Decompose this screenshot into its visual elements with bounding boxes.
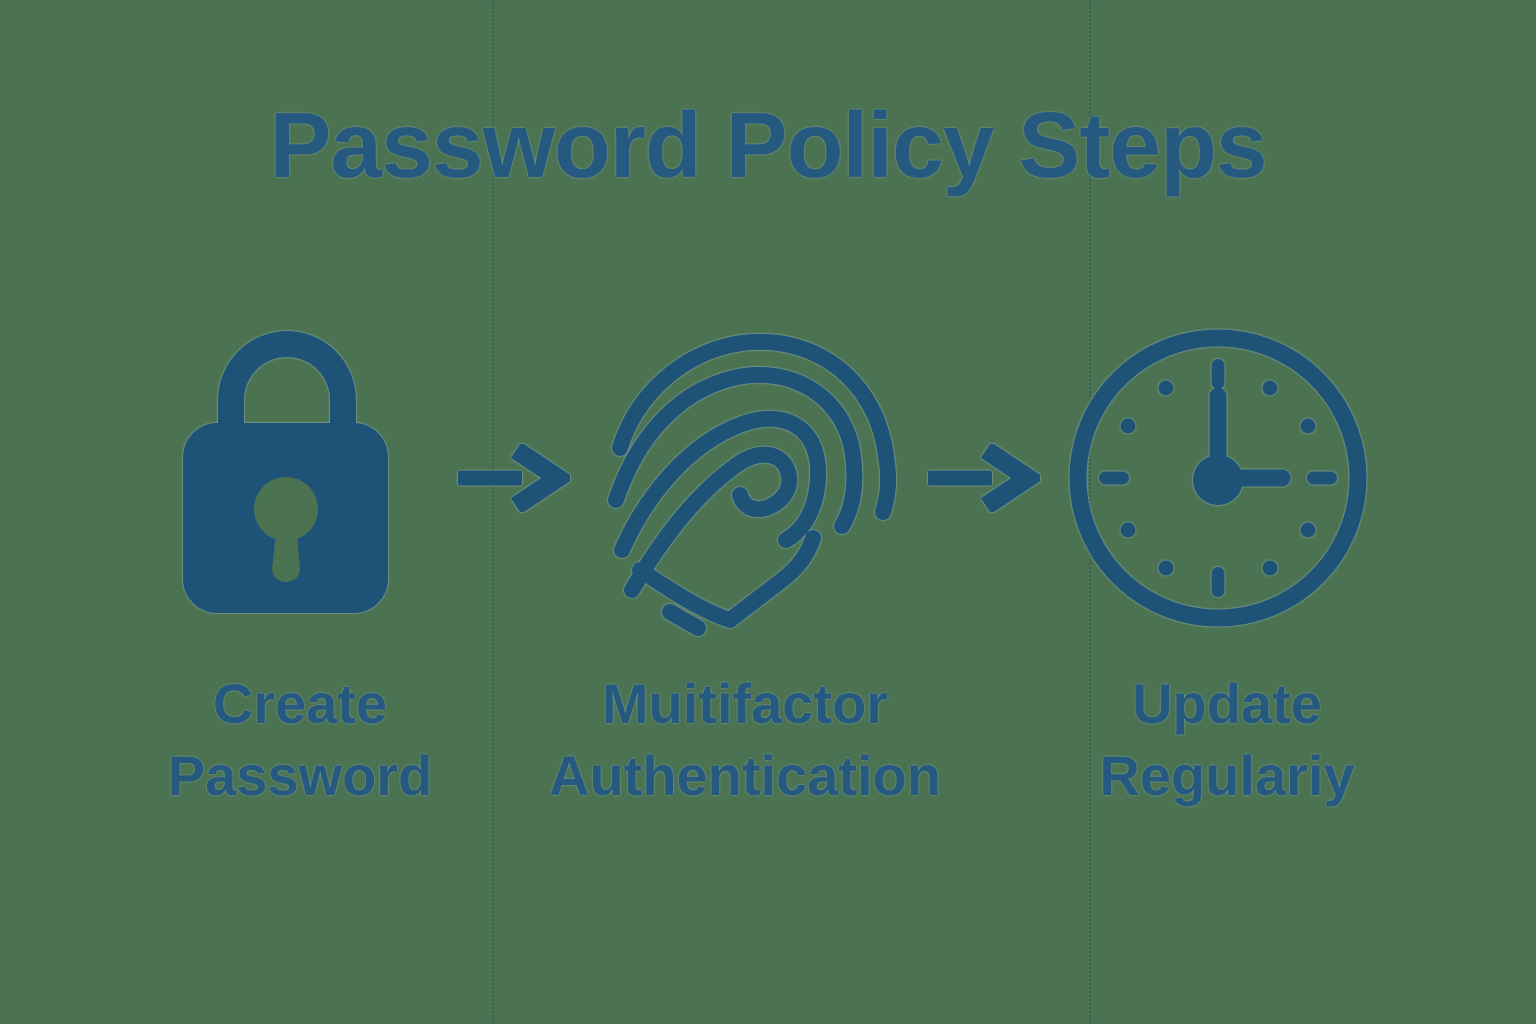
step-label-line: Authentication [549, 744, 941, 807]
step-label-update-regularly: Update Regulariy [967, 668, 1487, 812]
step-label-line: Password [167, 744, 433, 807]
step-label-create-password: Create Password [40, 668, 560, 812]
column-separator-dotted [492, 0, 494, 1024]
step-label-line: Create [212, 672, 388, 735]
right-arrow-icon [458, 444, 570, 512]
step-label-line: Regulariy [1099, 744, 1355, 807]
step-label-line: Update [1132, 672, 1322, 735]
step-label-multifactor-authentication: Muitifactor Authentication [485, 668, 1005, 812]
fingerprint-icon [608, 333, 896, 636]
lock-icon [183, 331, 388, 613]
diagram-title: Password Policy Steps [269, 93, 1267, 197]
step-label-line: Muitifactor [601, 672, 889, 735]
clock-icon [1069, 329, 1367, 627]
right-arrow-icon [928, 444, 1040, 512]
